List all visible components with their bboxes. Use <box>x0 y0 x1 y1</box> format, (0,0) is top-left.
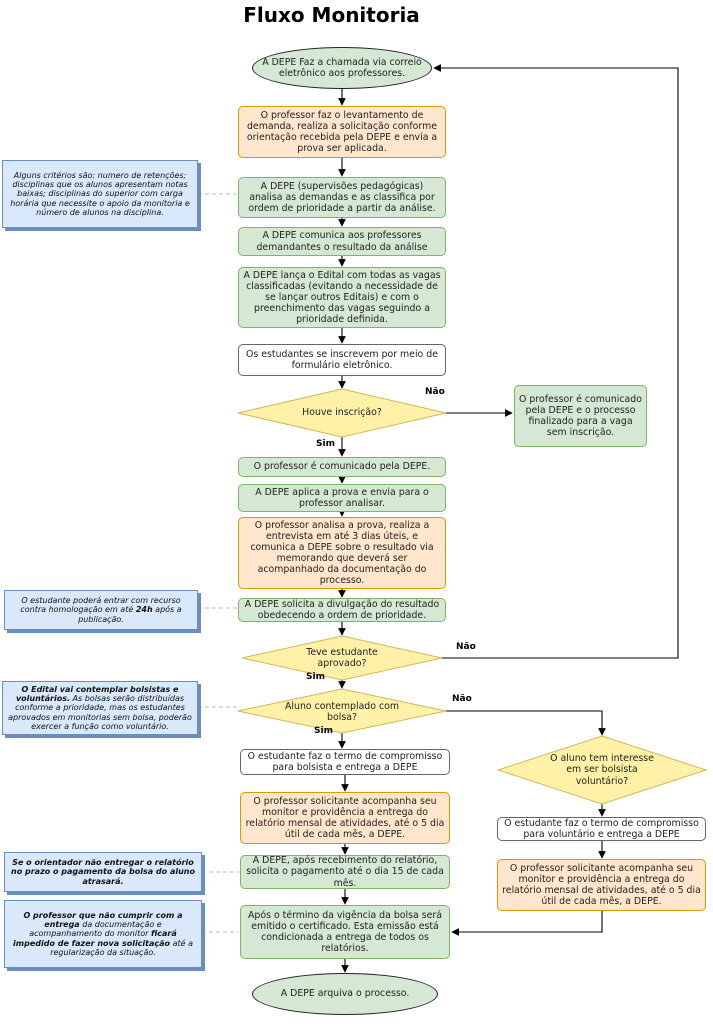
edge-label-sim-inscricao: Sim <box>316 439 335 449</box>
diagram-title: Fluxo Monitoria <box>243 3 420 27</box>
step-volunteer-term: O estudante faz o termo de compromisso p… <box>497 817 706 841</box>
edge-label-nao-bolsa: Não <box>452 694 472 704</box>
decision-layer <box>237 388 708 805</box>
note-report-delay: Se o orientador não entregar o relatório… <box>4 852 202 892</box>
step-scholarship-term: O estudante faz o termo de compromisso p… <box>240 749 450 775</box>
decision-interesse-voluntario: O aluno tem interesse em ser bolsista vo… <box>550 753 654 787</box>
connector-volunteer-merge <box>451 911 603 936</box>
step-payment-request: A DEPE, após recebimento do relatório, s… <box>240 855 450 889</box>
step-depe-applies-test: A DEPE aplica a prova e envia para o pro… <box>238 484 446 512</box>
connector-not-approved-loop <box>433 64 679 659</box>
note-criteria: Alguns critérios são: numero de retençõe… <box>2 160 198 228</box>
step-depe-communicates: A DEPE comunica aos professores demandan… <box>238 227 446 256</box>
step-depe-publishes-result: A DEPE solicita a divulgação do resultad… <box>238 598 446 622</box>
edge-label-sim-bolsa: Sim <box>314 726 333 736</box>
note-appeal-text: O estudante poderá entrar com recurso co… <box>20 596 182 624</box>
step-certificate: Após o término da vigência da bolsa será… <box>240 905 450 959</box>
note-edital: O Edital vai contemplar bolsistas e volu… <box>2 681 198 735</box>
decision-shape-inscricao <box>237 388 447 438</box>
decision-estudante-aprovado: Teve estudante aprovado? <box>306 646 378 669</box>
edge-label-nao-aprovado: Não <box>456 642 476 652</box>
note-documentation: O professor que não cumprir com a entreg… <box>4 900 202 968</box>
step-teacher-informed: O professor é comunicado pela DEPE. <box>238 457 446 477</box>
step-depe-edital: A DEPE lança o Edital com todas as vagas… <box>238 267 446 328</box>
decision-houve-inscricao: Houve inscrição? <box>302 407 382 419</box>
note-documentation-text: O professor que não cumprir com a entreg… <box>13 911 193 957</box>
decision-shape-aprovado <box>241 635 443 681</box>
note-edital-text: O Edital vai contemplar bolsistas e volu… <box>8 685 192 731</box>
step-volunteer-report: O professor solicitante acompanha seu mo… <box>497 859 706 911</box>
note-report-delay-text: Se o orientador não entregar o relatório… <box>11 858 195 886</box>
step-depe-analysis: A DEPE (supervisões pedagógicas) analisa… <box>238 177 446 218</box>
edge-label-nao-inscricao: Não <box>425 387 445 397</box>
step-teacher-request: O professor faz o levantamento de demand… <box>238 106 446 158</box>
edge-label-sim-aprovado: Sim <box>306 672 325 682</box>
start-node: A DEPE Faz a chamada via correio eletrôn… <box>252 47 432 89</box>
note-appeal: O estudante poderá entrar com recurso co… <box>4 590 198 630</box>
step-teacher-evaluates: O professor analisa a prova, realiza a e… <box>238 517 446 589</box>
step-no-enrollment-end: O professor é comunicado pela DEPE e o p… <box>514 385 647 447</box>
note-criteria-text: Alguns critérios são: numero de retençõe… <box>10 171 190 217</box>
end-node: A DEPE arquiva o processo. <box>252 973 438 1015</box>
decision-shape-voluntario <box>496 735 708 805</box>
connector-no-scholarship <box>446 710 606 736</box>
decision-shape-bolsa <box>237 688 447 734</box>
step-students-enroll: Os estudantes se inscrevem por meio de f… <box>238 344 446 376</box>
connector-layer <box>198 64 679 973</box>
step-monthly-report: O professor solicitante acompanha seu mo… <box>240 792 450 844</box>
decision-contemplado-bolsa: Aluno contemplado com bolsa? <box>284 700 399 723</box>
